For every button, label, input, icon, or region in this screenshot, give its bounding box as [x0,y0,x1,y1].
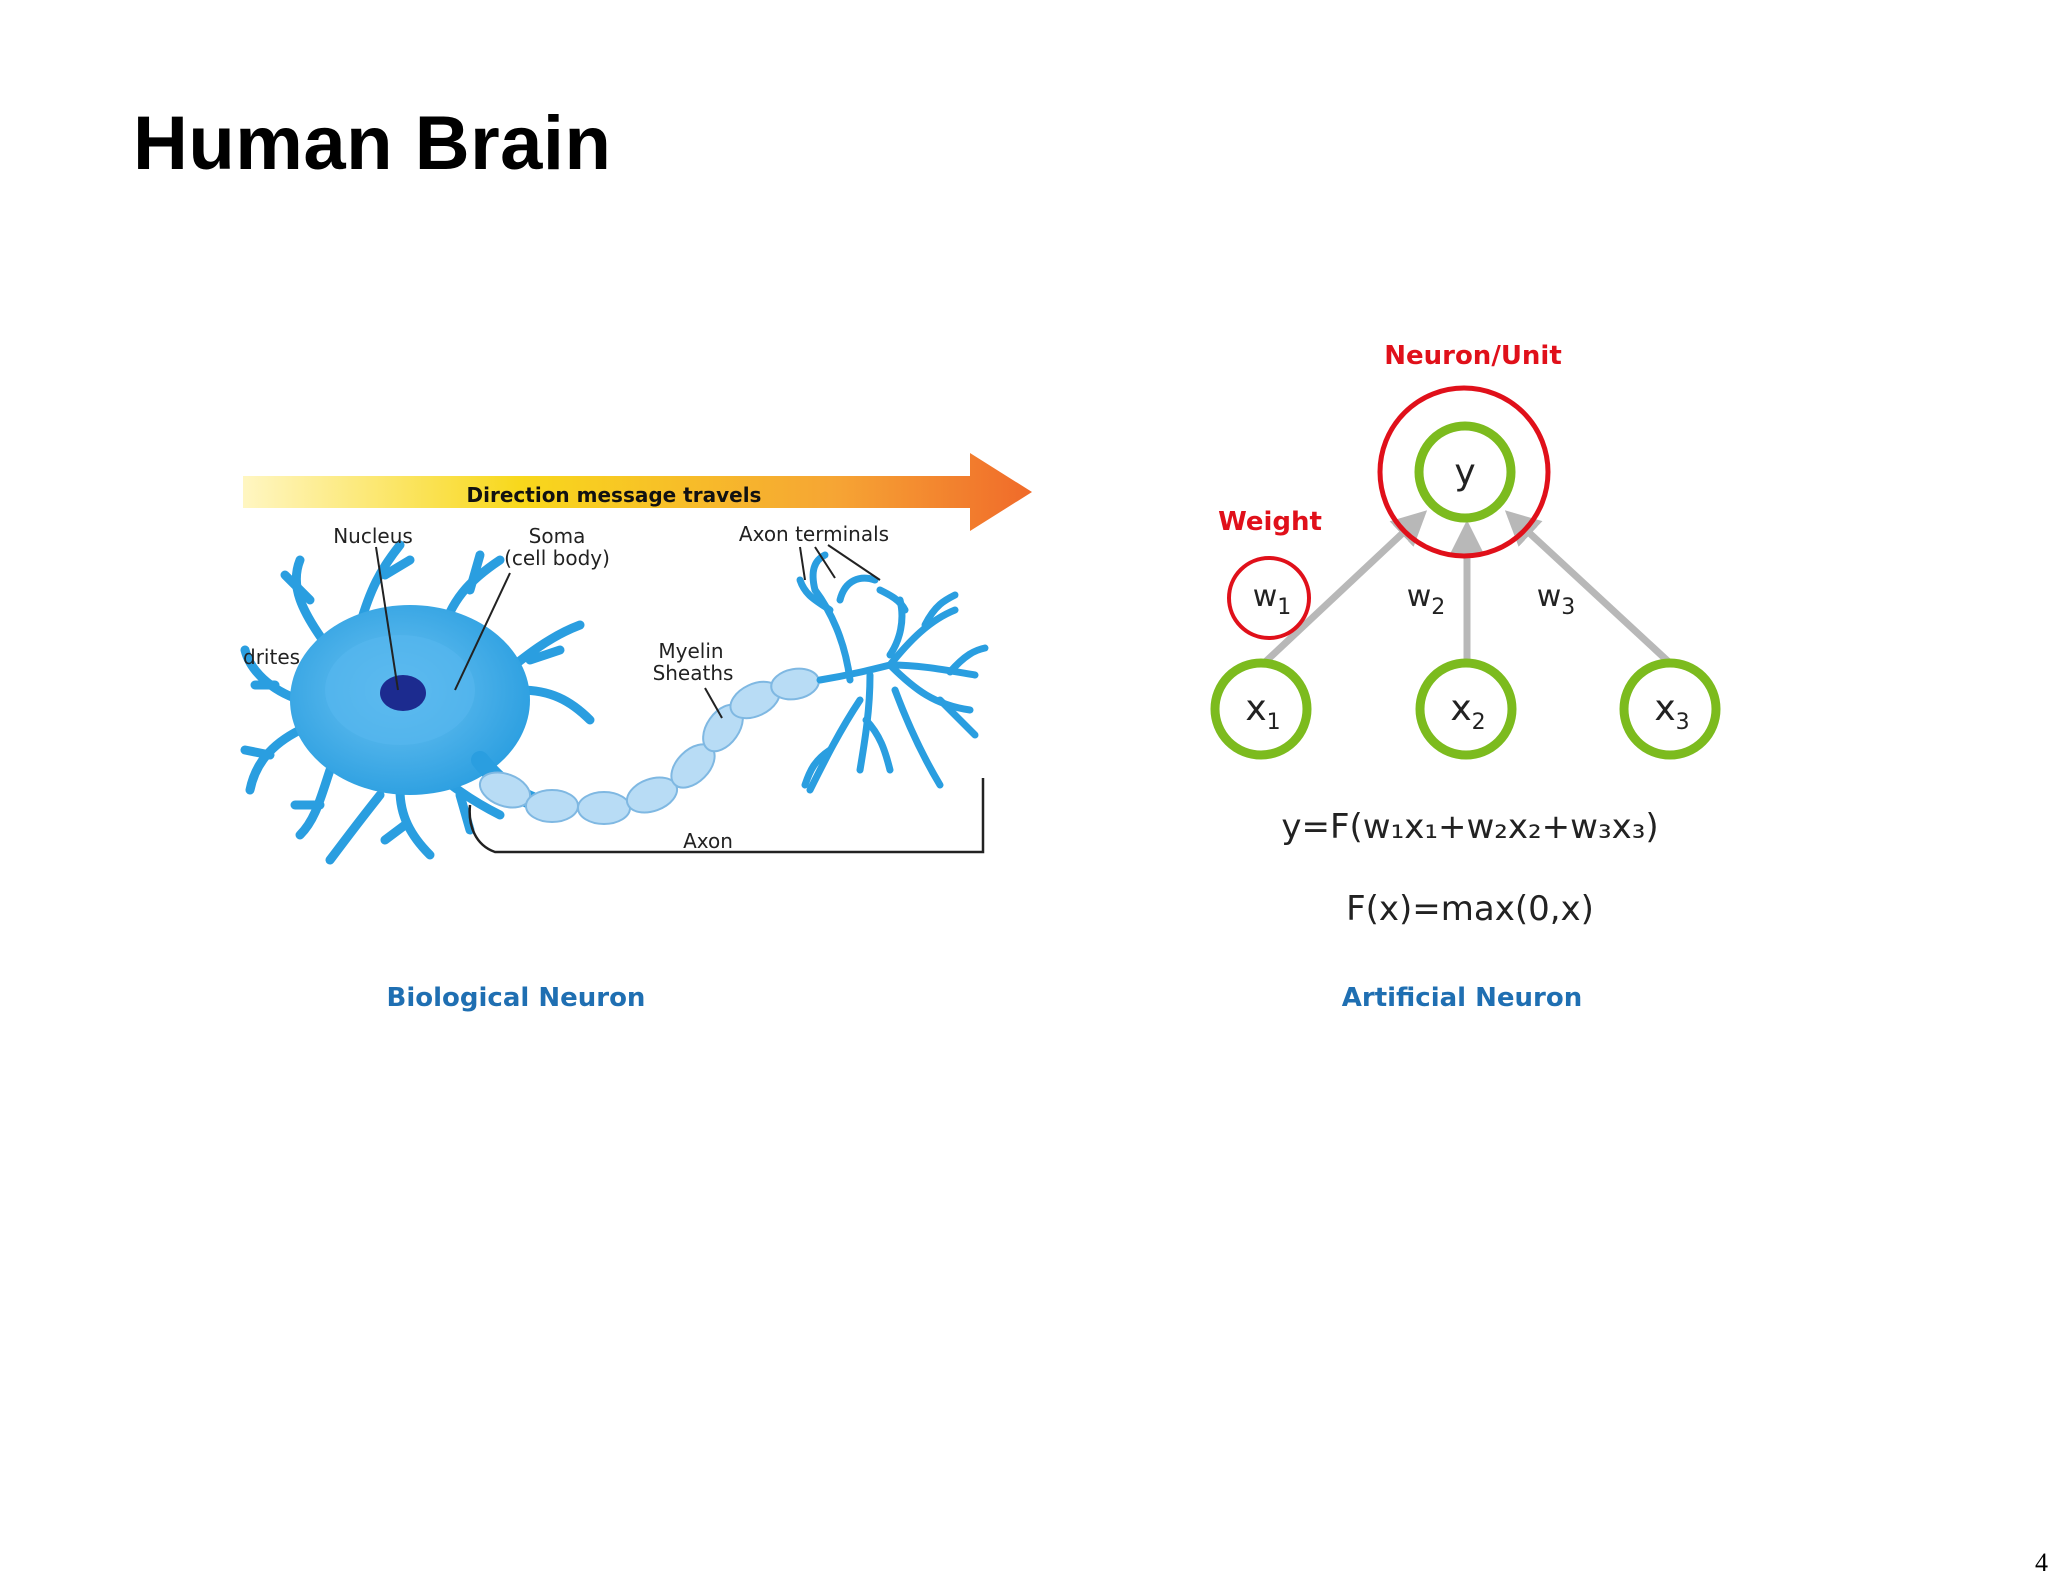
label-axon: Axon [683,829,733,853]
label-nucleus: Nucleus [333,524,413,548]
input-node-x1 [1210,658,1312,760]
page-number: 4 [2035,1548,2048,1577]
label-axon-terminals: Axon terminals [739,522,889,546]
myelin-sheaths [478,667,820,825]
connection-arrows [1259,510,1675,668]
nucleus [380,675,426,711]
direction-arrow: Direction message travels [243,453,1032,531]
neuron-formula: y=F(w₁x₁+w₂x₂+w₃x₃) [1281,807,1658,847]
axon-terminals [796,551,989,794]
biological-neuron-diagram: Direction message travels [240,453,1032,1013]
input-label-x2: x2 [1450,688,1485,735]
slide-title: Human Brain [133,101,612,186]
label-dendrites: drites [243,645,300,669]
axon-bracket [468,778,985,854]
weight-w3: w3 [1537,579,1576,620]
caption-artificial-neuron: Artificial Neuron [1342,983,1583,1013]
neuron-unit-ring [1377,385,1551,559]
weight-w1-ring [1227,556,1311,640]
output-node [1414,421,1516,523]
input-label-x1: x1 [1245,688,1280,735]
input-node-x3 [1619,658,1721,760]
artificial-neuron-diagram: Neuron/Unit Weight y w1 w2 w3 x1 x2 x3 y… [1210,341,1721,1013]
label-myelin-sub: Sheaths [653,661,734,685]
label-weight: Weight [1218,507,1322,537]
activation-formula: F(x)=max(0,x) [1346,889,1594,929]
leader-lines [375,544,881,719]
caption-biological-neuron: Biological Neuron [387,983,646,1013]
label-neuron-unit: Neuron/Unit [1384,341,1562,371]
label-soma-sub: (cell body) [504,546,610,570]
label-myelin: Myelin [658,639,723,663]
input-node-x2 [1415,658,1517,760]
weight-w1: w1 [1253,579,1292,620]
direction-arrow-label: Direction message travels [467,483,762,507]
label-soma: Soma [529,524,586,548]
weight-w2: w2 [1407,579,1446,620]
input-label-x3: x3 [1654,688,1689,735]
output-node-label: y [1454,452,1475,493]
